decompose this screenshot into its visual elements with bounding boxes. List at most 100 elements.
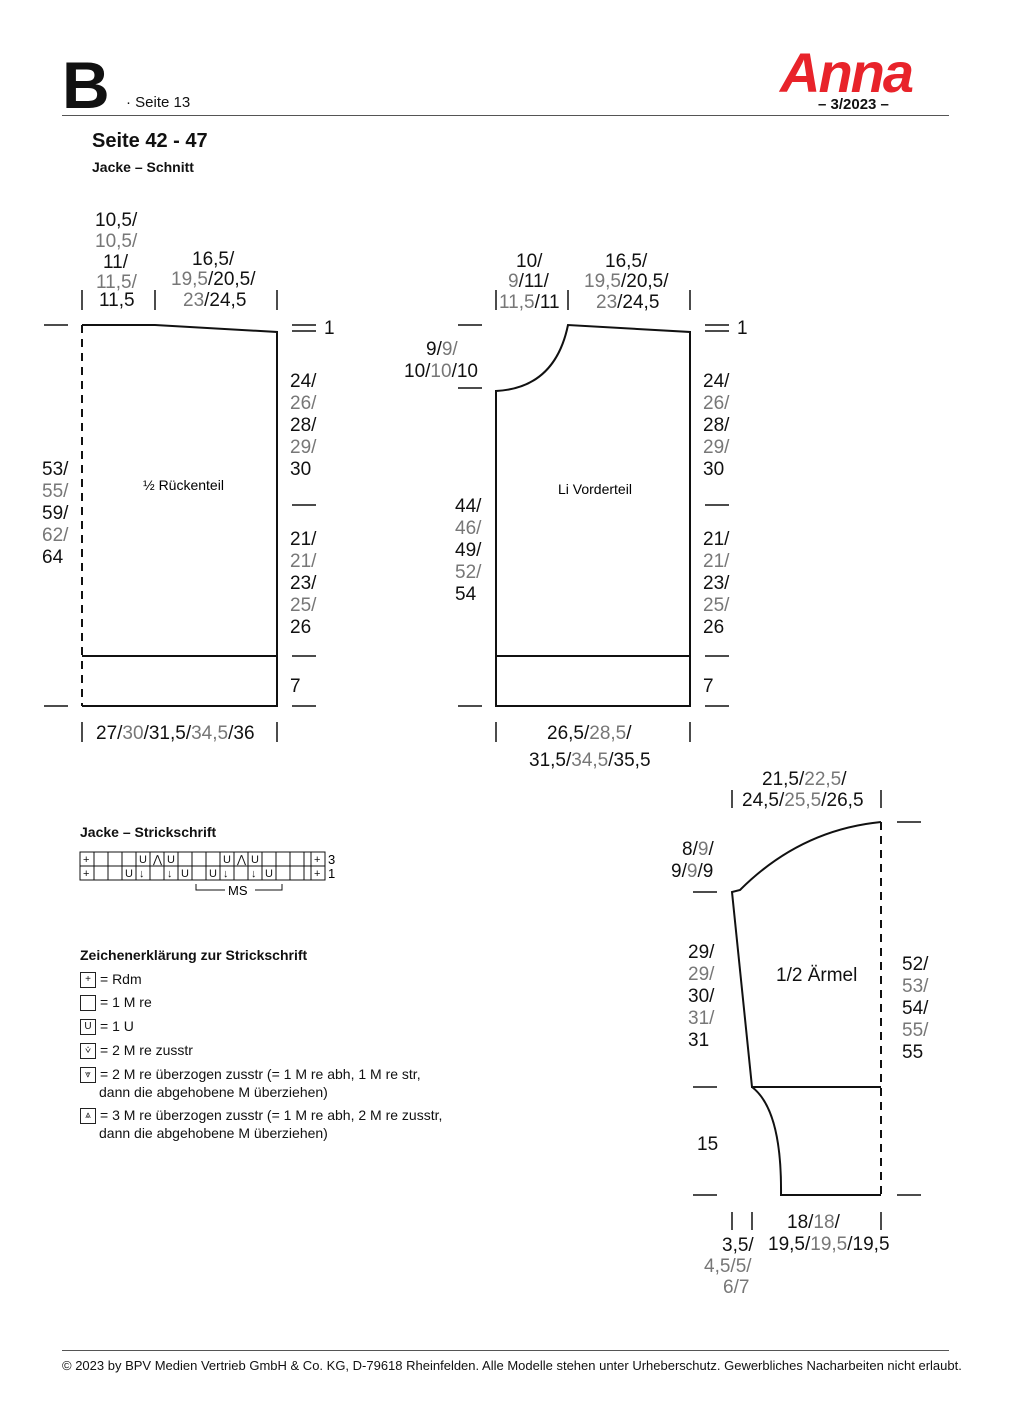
back-length-1: 53/ <box>42 459 69 480</box>
yarn-over-icon: U <box>80 1019 96 1035</box>
page-number: · Seite 13 <box>126 94 191 111</box>
legend-text: = 3 M re überzogen zusstr (= 1 M re abh,… <box>100 1107 443 1123</box>
svg-text:U: U <box>139 854 147 866</box>
back-slope-3: 23/24,5 <box>183 290 246 311</box>
front-slope-3: 23/24,5 <box>596 292 659 313</box>
front-length-3: 49/ <box>455 540 482 561</box>
sleeve-inner-5: 31 <box>688 1030 709 1051</box>
sleeve-piece <box>730 821 882 1196</box>
front-neck-depth-2: 10/10/10 <box>404 361 478 382</box>
svg-text:U: U <box>125 868 133 880</box>
sleeve-cap-1: 8/9/ <box>682 839 714 860</box>
legend-text: = 2 M re überzogen zusstr (= 1 M re abh,… <box>100 1066 421 1082</box>
legend-text-continued: dann die abgehobene M überziehen) <box>99 1084 328 1100</box>
legend-item-skp: ⩔ = 2 M re überzogen zusstr (= 1 M re ab… <box>80 1065 421 1101</box>
back-shoulder-3: 11/ <box>103 252 129 273</box>
svg-text:+: + <box>314 854 320 866</box>
sleeve-top-2: 24,5/25,5/26,5 <box>742 790 864 811</box>
front-armhole-1: 24/ <box>703 371 730 392</box>
back-side-4: 25/ <box>290 595 317 616</box>
sleeve-inner-4: 31/ <box>688 1008 715 1029</box>
front-neck-3: 11,5/11 <box>499 292 560 313</box>
front-rib: 7 <box>703 676 714 697</box>
front-length-2: 46/ <box>455 518 482 539</box>
chart-row-1: 1 <box>328 866 335 881</box>
back-shoulder-4: 11,5/ <box>96 272 138 293</box>
legend-text: = 1 U <box>100 1018 134 1034</box>
sleeve-outer-4: 55/ <box>902 1020 929 1041</box>
legend-item-sk2p: ⩓ = 3 M re überzogen zusstr (= 1 M re ab… <box>80 1106 442 1142</box>
svg-text:↓: ↓ <box>139 868 145 880</box>
legend-text: = 1 M re <box>100 994 152 1010</box>
back-armhole-5: 30 <box>290 459 311 480</box>
back-top-drop: 1 <box>324 318 335 339</box>
front-piece-label: Li Vorderteil <box>558 481 632 497</box>
front-neck-2: 9/11/ <box>508 271 550 292</box>
back-length-4: 62/ <box>42 525 69 546</box>
front-length-5: 54 <box>455 584 477 605</box>
svg-text:↓: ↓ <box>251 868 257 880</box>
back-slope-2: 19,5/20,5/ <box>171 269 256 290</box>
svg-text:⋀: ⋀ <box>152 854 163 866</box>
svg-text:+: + <box>83 854 89 866</box>
front-slope-2: 19,5/20,5/ <box>584 271 669 292</box>
back-side-3: 23/ <box>290 573 317 594</box>
front-slope-1: 16,5/ <box>605 251 648 272</box>
legend-text-continued: dann die abgehobene M überziehen) <box>99 1125 328 1141</box>
sleeve-cuff-offset-3: 6/7 <box>723 1277 749 1298</box>
header-divider <box>62 115 949 116</box>
svg-text:⋀: ⋀ <box>236 854 247 866</box>
legend-text: = 2 M re zusstr <box>100 1042 193 1058</box>
back-rib: 7 <box>290 676 301 697</box>
edge-stitch-icon: + <box>80 972 96 988</box>
back-shoulder-5: 11,5 <box>99 290 135 311</box>
sleeve-inner-1: 29/ <box>688 942 715 963</box>
back-armhole-2: 26/ <box>290 393 317 414</box>
knit-stitch-icon <box>80 995 96 1011</box>
front-armhole-5: 30 <box>703 459 724 480</box>
sleeve-cuff-width-2: 19,5/19,5/19,5 <box>768 1234 890 1255</box>
front-side-5: 26 <box>703 617 724 638</box>
svg-text:U: U <box>181 868 189 880</box>
chart-row-3: 3 <box>328 852 335 867</box>
front-armhole-4: 29/ <box>703 437 730 458</box>
front-top-drop: 1 <box>737 318 748 339</box>
knitting-chart-symbols: ++ ++ U⋀U U⋀U U↓↓U U↓↓U <box>83 854 320 880</box>
sleeve-cuff-width-1: 18/18/ <box>787 1212 841 1233</box>
sleeve-outer-3: 54/ <box>902 998 929 1019</box>
front-width-1: 26,5/28,5/ <box>547 723 632 744</box>
back-armhole-3: 28/ <box>290 415 317 436</box>
back-side-1: 21/ <box>290 529 317 550</box>
front-armhole-3: 28/ <box>703 415 730 436</box>
page-subtitle: Jacke – Schnitt <box>92 159 194 175</box>
sleeve-piece-label: 1/2 Ärmel <box>776 965 857 986</box>
sk2p-icon: ⩓ <box>80 1108 96 1124</box>
front-side-3: 23/ <box>703 573 730 594</box>
front-side-2: 21/ <box>703 551 730 572</box>
sleeve-cuff-offset-2: 4,5/5/ <box>704 1256 752 1277</box>
svg-text:↓: ↓ <box>167 868 173 880</box>
legend-item-yarn-over: U = 1 U <box>80 1017 134 1035</box>
back-armhole-4: 29/ <box>290 437 317 458</box>
svg-text:U: U <box>265 868 273 880</box>
legend-item-k2tog: ⩒ = 2 M re zusstr <box>80 1041 193 1059</box>
front-length-1: 44/ <box>455 496 482 517</box>
sleeve-top-1: 21,5/22,5/ <box>762 769 847 790</box>
brand-logo: Anna <box>780 41 914 104</box>
sleeve-cap-2: 9/9/9 <box>671 861 713 882</box>
sleeve-cuff: 15 <box>697 1134 718 1155</box>
front-side-1: 21/ <box>703 529 730 550</box>
legend-title: Zeichenerklärung zur Strickschrift <box>80 947 308 963</box>
back-side-5: 26 <box>290 617 311 638</box>
skp-icon: ⩔ <box>80 1067 96 1083</box>
front-neck-depth-1: 9/9/ <box>426 339 458 360</box>
back-piece-label: ½ Rückenteil <box>143 477 224 493</box>
svg-text:U: U <box>209 868 217 880</box>
chart-repeat-label: MS <box>228 883 248 898</box>
back-length-2: 55/ <box>42 481 69 502</box>
page-title: Seite 42 - 47 <box>92 130 208 152</box>
section-letter: B <box>62 48 110 122</box>
sleeve-inner-2: 29/ <box>688 964 715 985</box>
back-length-5: 64 <box>42 547 64 568</box>
sleeve-outer-5: 55 <box>902 1042 923 1063</box>
